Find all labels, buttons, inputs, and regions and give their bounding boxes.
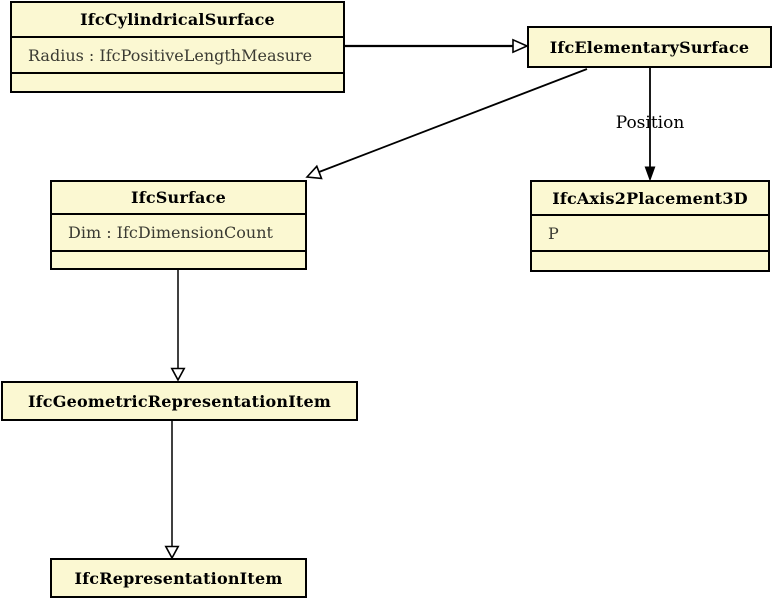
class-attribute: Dim : IfcDimensionCount <box>52 213 305 250</box>
hollow-triangle-arrowhead-icon <box>512 38 529 54</box>
class-title: IfcElementarySurface <box>549 37 750 57</box>
class-title: IfcGeometricRepresentationItem <box>28 391 331 411</box>
class-title: IfcAxis2Placement3D <box>552 188 748 208</box>
class-title: IfcRepresentationItem <box>74 568 283 588</box>
class-empty-compartment <box>12 72 343 91</box>
class-attribute: P <box>532 214 768 250</box>
class-box-ifcgeometricrepresentationitem: IfcGeometricRepresentationItem <box>1 381 358 421</box>
class-attribute: Radius : IfcPositiveLengthMeasure <box>12 36 343 72</box>
filled-arrowhead-icon <box>644 166 656 182</box>
class-box-ifcsurface: IfcSurface Dim : IfcDimensionCount <box>50 180 307 270</box>
class-box-ifcrepresentationitem: IfcRepresentationItem <box>50 558 307 598</box>
class-box-ifccylindricalsurface: IfcCylindricalSurface Radius : IfcPositi… <box>10 1 345 93</box>
class-empty-compartment <box>532 250 768 270</box>
class-empty-compartment <box>52 250 305 268</box>
edge-label-position: Position <box>615 113 685 133</box>
hollow-triangle-arrowhead-icon <box>170 367 186 382</box>
hollow-triangle-arrowhead-icon <box>164 545 180 560</box>
class-box-ifcelementarysurface: IfcElementarySurface <box>527 26 772 68</box>
class-box-ifcaxis2placement3d: IfcAxis2Placement3D P <box>530 180 770 272</box>
inheritance-edge-elementary-to-surface <box>318 68 588 173</box>
hollow-triangle-arrowhead-icon <box>305 164 323 180</box>
class-title: IfcSurface <box>131 188 226 207</box>
class-title: IfcCylindricalSurface <box>80 10 275 29</box>
